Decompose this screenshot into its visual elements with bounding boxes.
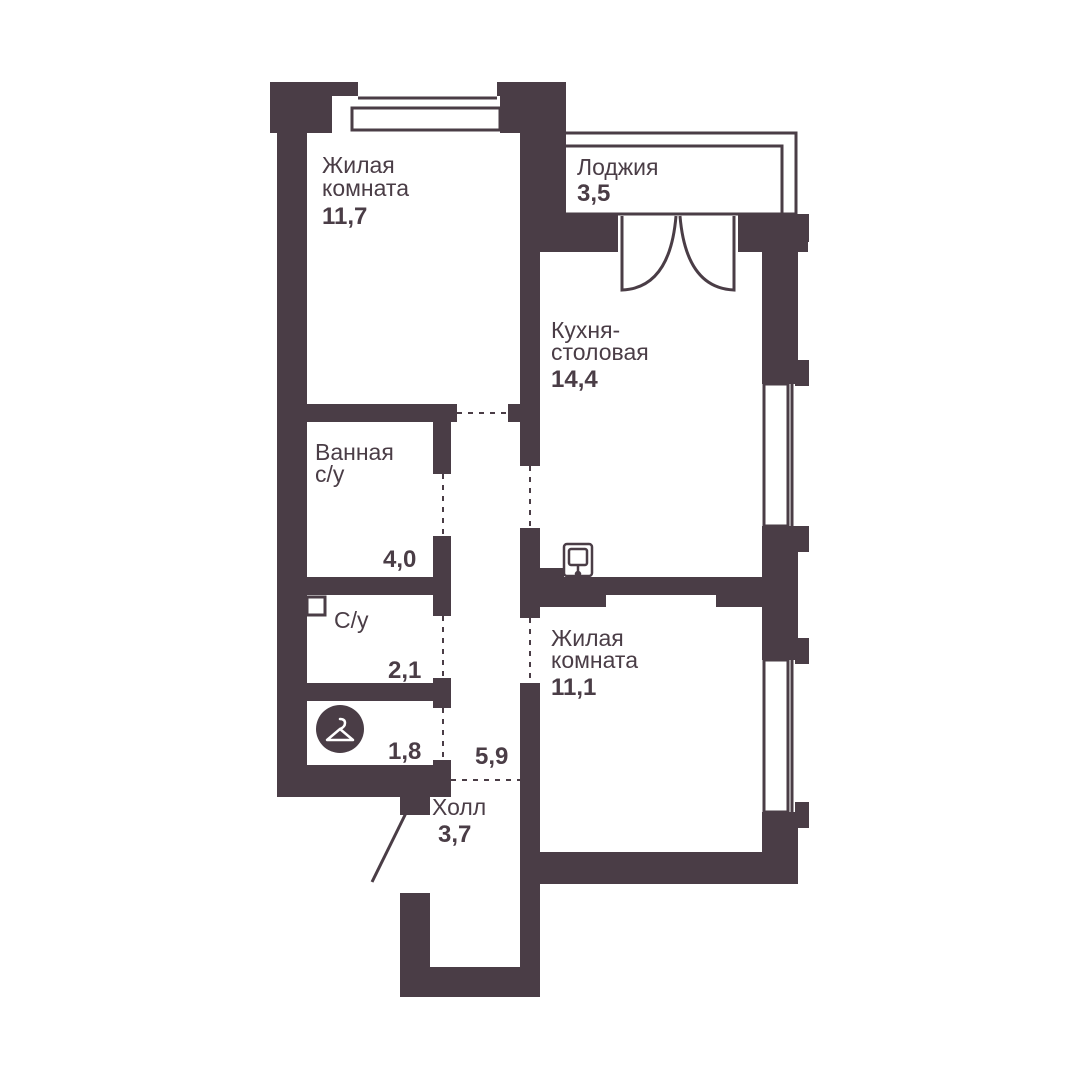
windows-and-loggia [350, 96, 798, 814]
kitchen-name-line2: столовая [551, 339, 649, 365]
living-room-2-area: 11,1 [551, 674, 597, 701]
living-room-2-name-line2: комната [551, 647, 638, 673]
wall-right-stub-0 [795, 214, 809, 242]
kitchen-area: 14,4 [551, 366, 598, 393]
sink-icon [562, 542, 594, 578]
window-right-2 [762, 658, 790, 814]
window-top [350, 106, 502, 132]
wall-toilet-bottom [277, 683, 451, 701]
bathroom-area: 4,0 [383, 546, 417, 573]
bathroom-name-line2: с/у [315, 461, 345, 487]
bathroom-name-line1: Ванная [315, 439, 394, 465]
wall-living1-bottom [277, 404, 457, 422]
wall-living2-bottom [520, 852, 798, 884]
door-openings-dashed [442, 412, 531, 781]
wall-bath-right-bottom [433, 536, 451, 616]
wall-top-left-lip [332, 82, 358, 96]
doors [370, 215, 736, 883]
wall-right-stub-2 [795, 526, 809, 552]
toilet-square-icon [305, 595, 327, 617]
wall-bottom-left [277, 765, 451, 797]
wardrobe-area: 1,8 [388, 738, 422, 765]
wall-center-bottom [520, 683, 540, 879]
wall-kitchen-bottom-thick-right [716, 577, 782, 607]
living-room-2-name-line1: Жилая [551, 625, 624, 651]
wall-left [277, 82, 307, 797]
living-room-1-area: 11,7 [322, 203, 368, 230]
loggia-area: 3,5 [577, 180, 611, 207]
wall-door-jamb [400, 795, 430, 815]
wall-right-stub-3 [795, 638, 809, 664]
kitchen-name-line1: Кухня- [551, 317, 621, 343]
living-room-1-name-line2: комната [322, 175, 409, 201]
wall-right-stub-1 [795, 360, 809, 386]
wall-kitchen-bottom-thick-left [520, 577, 606, 607]
sink-counter [540, 568, 564, 577]
toilet-name: С/у [334, 607, 369, 633]
wall-vestibule-bottom [400, 967, 540, 997]
wall-bath-right-top [433, 422, 451, 474]
toilet-area: 2,1 [388, 657, 422, 684]
wardrobe-hanger-icon [316, 705, 364, 753]
hall-name: Холл [432, 794, 487, 820]
wall-top-left [270, 82, 332, 133]
window-right-1 [762, 382, 790, 528]
corridor-area: 5,9 [475, 743, 509, 770]
wall-right-stub-4 [795, 802, 809, 828]
wall-right-1 [762, 214, 798, 384]
wall-kitchen-top-left [540, 214, 618, 252]
loggia-outline [566, 131, 798, 214]
wall-living1-stub [508, 404, 530, 422]
door-swing-icon [620, 215, 678, 292]
loggia-name: Лоджия [577, 154, 659, 180]
wall-center-mid [520, 220, 540, 466]
walls [270, 82, 809, 997]
wall-bath-bottom [277, 577, 451, 595]
living-room-1-name-line1: Жилая [322, 152, 395, 178]
entrance-door [370, 812, 408, 883]
wall-vestibule-right [520, 860, 540, 997]
hall-area: 3,7 [438, 821, 472, 848]
